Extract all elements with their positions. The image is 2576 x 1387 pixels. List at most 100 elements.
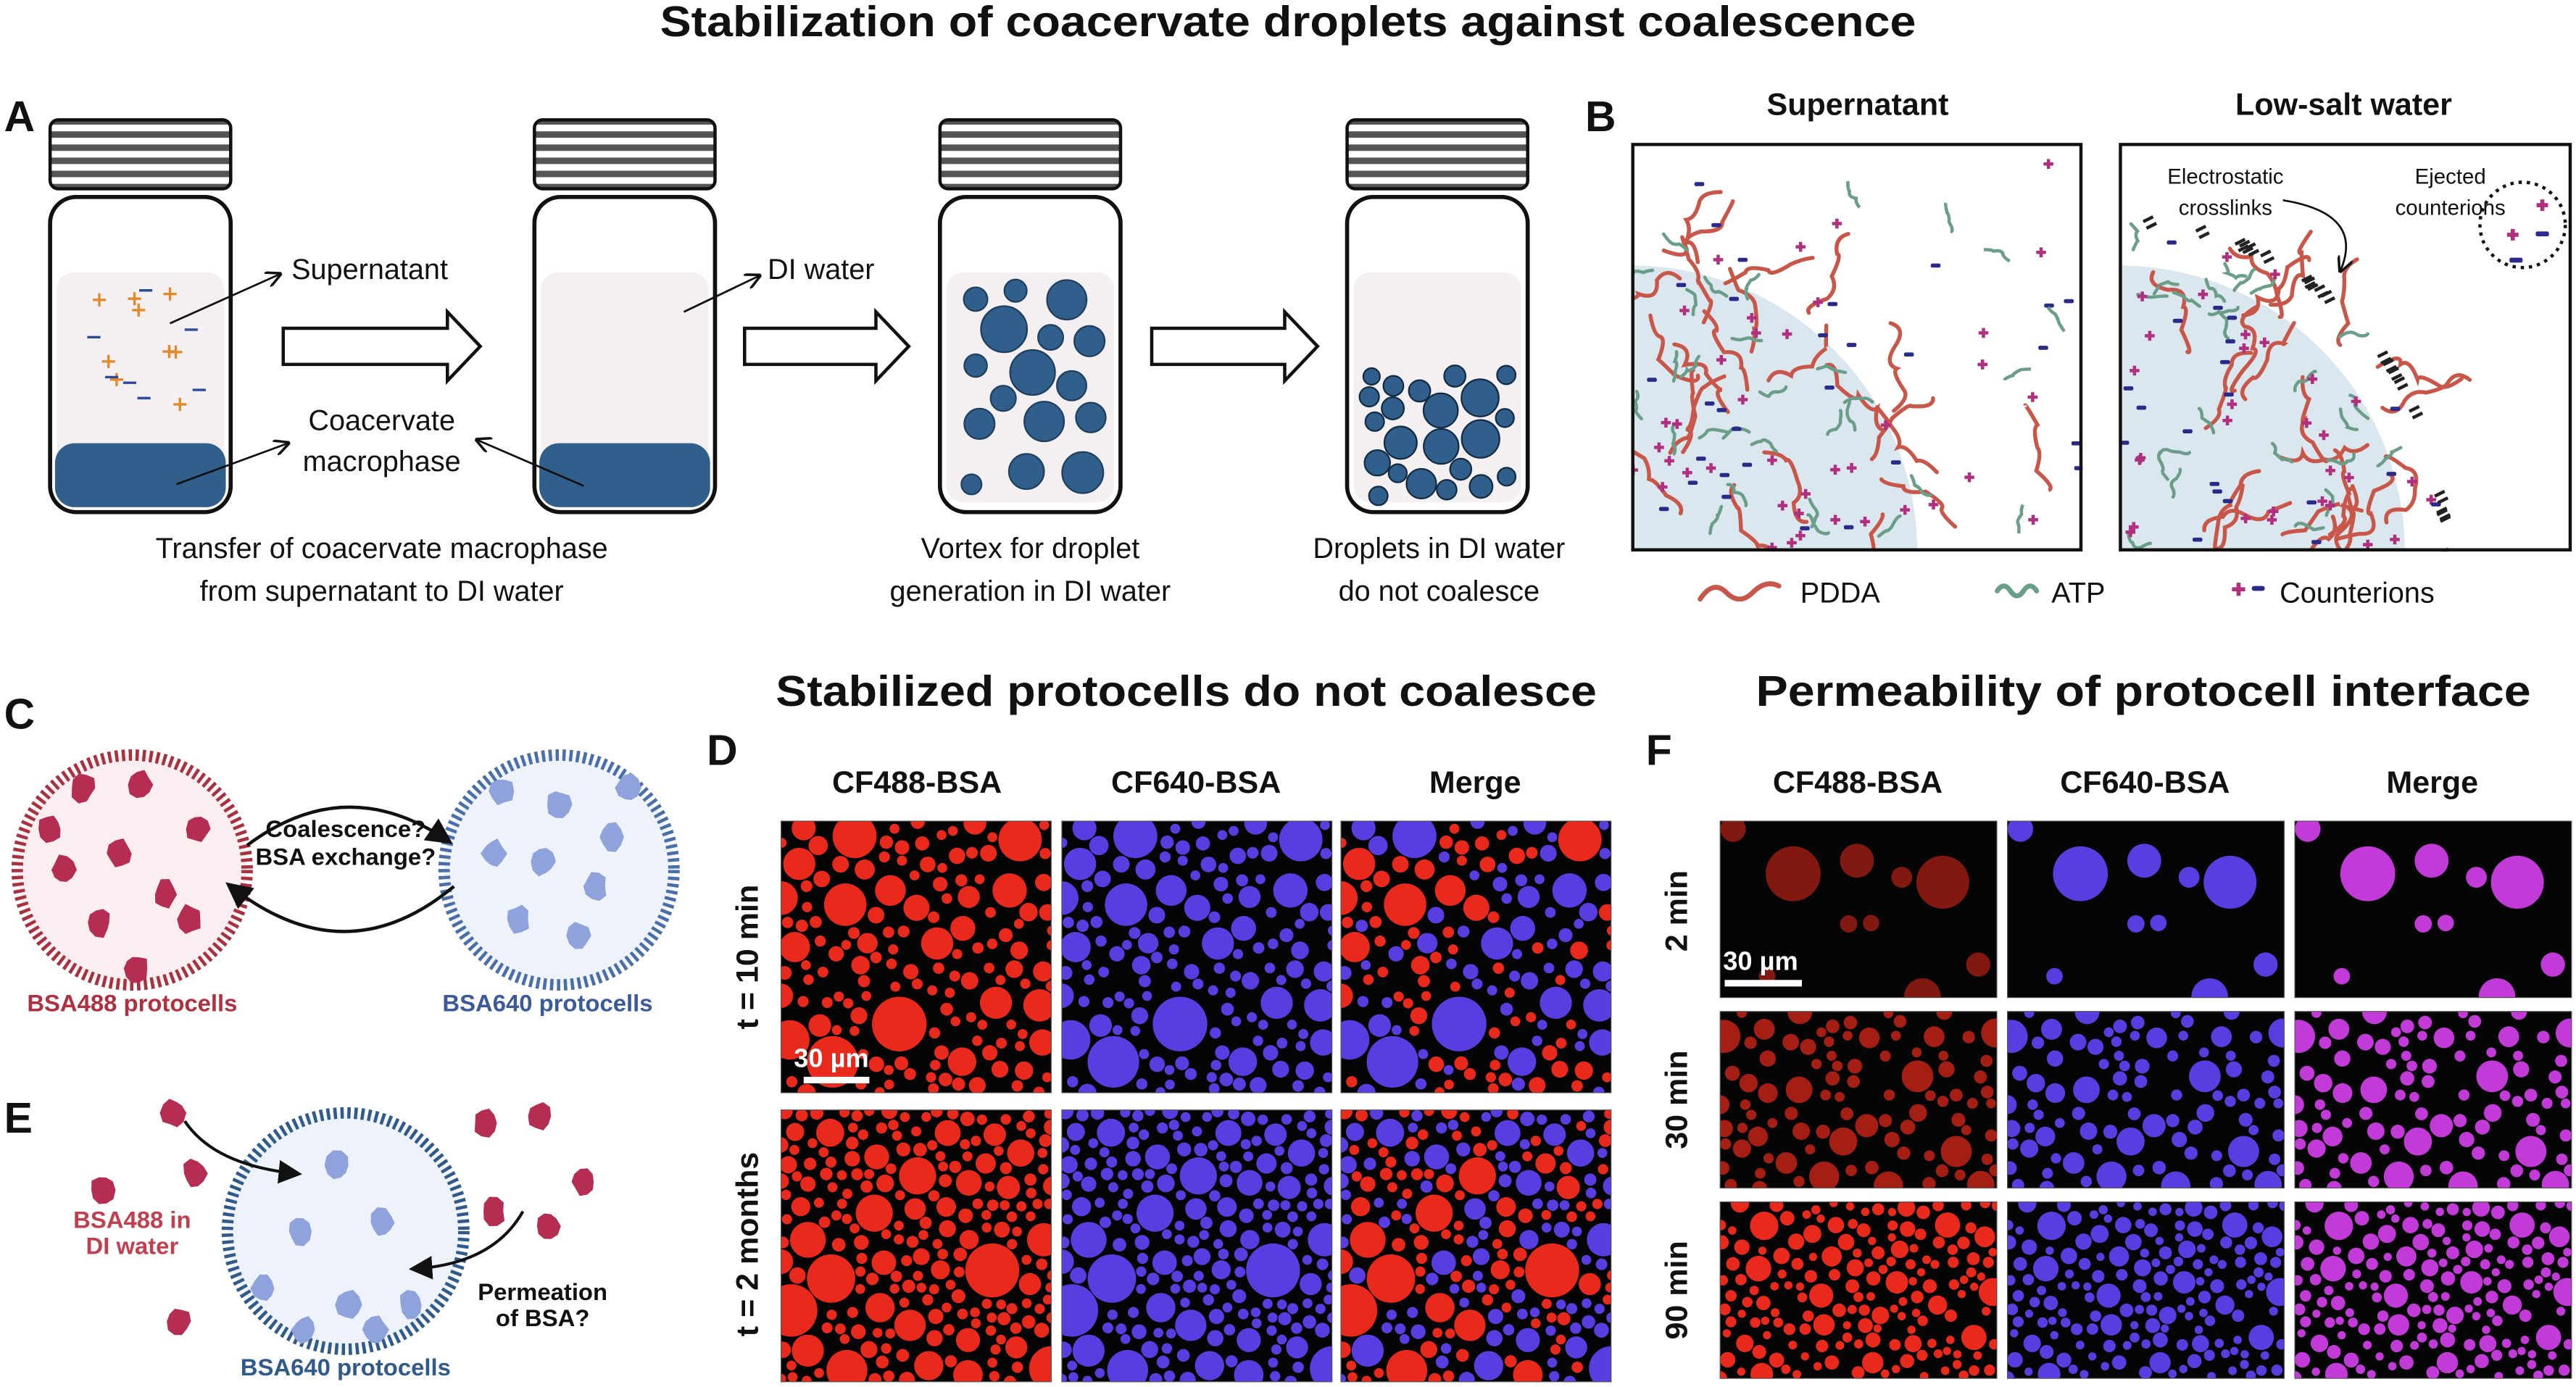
droplet: [1719, 1095, 1730, 1115]
droplet: [2098, 1205, 2108, 1215]
droplet: [2299, 1178, 2312, 1188]
droplet: [1114, 991, 1125, 1002]
droplet: [1924, 1026, 1945, 1047]
droplet: [885, 1328, 896, 1339]
droplet: [1176, 1190, 1187, 1201]
droplet: [920, 857, 936, 872]
droplet: [1219, 1220, 1237, 1238]
droplet: [1176, 1349, 1190, 1362]
droplet: [783, 847, 815, 880]
droplet: [2145, 1317, 2161, 1333]
droplet: [1401, 940, 1411, 950]
droplet: [2388, 1314, 2410, 1336]
droplet: [2517, 1346, 2526, 1356]
droplet: [1501, 893, 1513, 904]
anion-icon: [1687, 480, 1698, 486]
droplet: [2011, 1178, 2024, 1188]
droplet: [2462, 1207, 2471, 1217]
droplet: [2111, 1036, 2122, 1047]
micrograph: [1719, 820, 1998, 999]
droplet: [2153, 1292, 2163, 1301]
droplet: [2140, 1248, 2150, 1258]
droplet: [1606, 1312, 1612, 1323]
atp-molecule: [2197, 407, 2216, 435]
droplet: [1855, 1114, 1879, 1138]
droplet: [1962, 1030, 1975, 1044]
droplet: [992, 873, 1027, 908]
droplet: [1932, 1201, 1944, 1212]
bsa-protein-icon: [528, 1102, 552, 1130]
droplet: [1295, 1041, 1306, 1051]
droplet: [1340, 932, 1370, 962]
anion-icon: [2123, 386, 2134, 391]
panel-f-title: Permeability of protocell interface: [1756, 668, 2531, 715]
droplet: [2204, 1315, 2216, 1326]
droplet: [1392, 820, 1437, 859]
droplet: [1138, 975, 1151, 988]
droplet: [1129, 927, 1141, 939]
droplet: [2225, 1061, 2243, 1078]
droplet: [1552, 873, 1587, 908]
droplet: [2249, 1030, 2263, 1044]
droplet: [949, 847, 965, 865]
droplet: [2367, 1122, 2385, 1140]
droplet: [2161, 1171, 2190, 1188]
droplet: [1435, 1122, 1447, 1134]
droplet: [994, 1146, 1004, 1156]
droplet: [1044, 1199, 1052, 1209]
droplet: [987, 1357, 997, 1368]
droplet: [1136, 1078, 1148, 1090]
droplet: [939, 1174, 952, 1188]
droplet: [1605, 1283, 1612, 1293]
droplet: [1436, 1174, 1454, 1193]
droplet: [2037, 1362, 2061, 1379]
droplet: [899, 1297, 910, 1308]
droplet: [2235, 1244, 2245, 1255]
droplet: [1784, 1281, 1793, 1290]
droplet: [2192, 1335, 2209, 1353]
droplet: [2465, 1240, 2483, 1259]
caption-vortex-line2: generation in DI water: [890, 575, 1171, 607]
droplet: [1161, 1343, 1173, 1354]
droplet: [1152, 996, 1208, 1051]
droplet: [2459, 1131, 2475, 1148]
droplet: [1166, 1163, 1178, 1175]
droplet: [2220, 1236, 2232, 1249]
droplet: [1832, 1060, 1843, 1072]
bsa-protein-icon: [186, 817, 211, 842]
atp-molecule: [2127, 532, 2153, 550]
droplet: [1840, 915, 1858, 933]
droplet: [1883, 1011, 1894, 1019]
droplet: [911, 1126, 922, 1137]
droplet: [1032, 1199, 1043, 1209]
droplet: [1399, 1109, 1410, 1118]
cation-icon: [2506, 228, 2519, 241]
droplet: [2421, 1259, 2439, 1277]
droplet: [1268, 1357, 1279, 1368]
droplet: [1247, 1012, 1258, 1022]
cation-icon: [92, 293, 107, 307]
droplet: [1719, 1351, 1736, 1368]
droplet: [2534, 1275, 2543, 1284]
droplet: [2466, 1365, 2475, 1374]
droplet: [2174, 1220, 2185, 1231]
droplet: [2554, 1201, 2566, 1209]
droplet: [1430, 951, 1442, 964]
droplet: [2330, 1296, 2346, 1310]
droplet: [2535, 1325, 2562, 1351]
droplet: [1413, 1235, 1429, 1250]
cation-icon: [2536, 199, 2548, 212]
droplet: [1168, 1120, 1180, 1130]
droplet: [1924, 1090, 1936, 1101]
droplet: [2499, 1090, 2511, 1101]
droplet: [1454, 1309, 1486, 1341]
droplet: [1439, 835, 1453, 849]
droplet: [1441, 1109, 1458, 1120]
droplet: [986, 1312, 997, 1323]
droplet: [1298, 1029, 1309, 1039]
droplet: [1325, 1109, 1333, 1119]
droplet: [2312, 1309, 2321, 1318]
droplet: [804, 1157, 817, 1170]
droplet: [1459, 1112, 1470, 1122]
anion-icon: [1827, 301, 1838, 307]
